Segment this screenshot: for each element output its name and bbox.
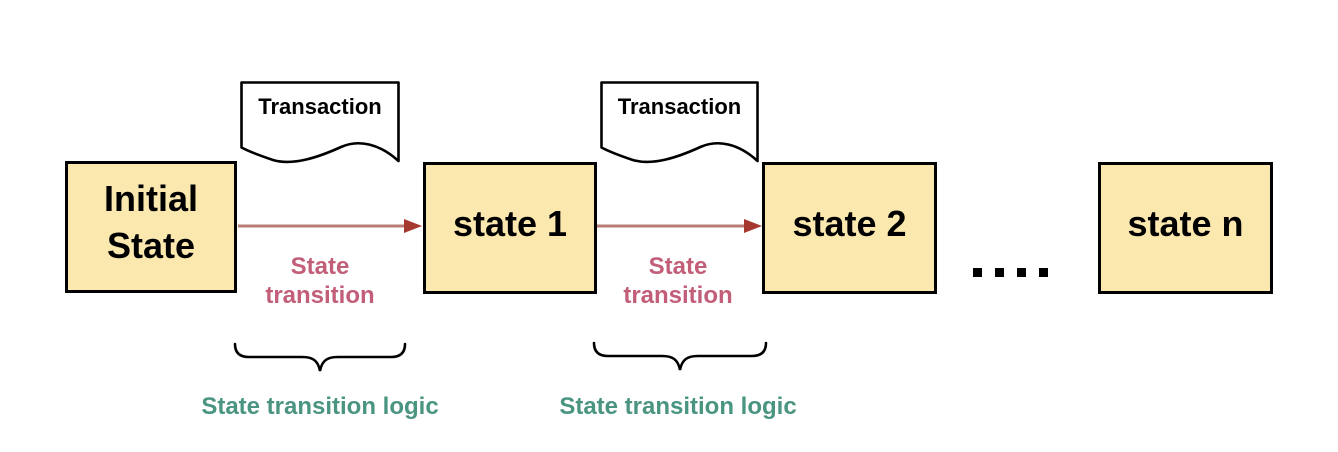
box-label-line: state 1: [452, 202, 568, 244]
transaction-document-2: Transaction: [600, 81, 759, 169]
state-transition-logic-label-1: State transition logic: [201, 393, 439, 420]
box-state-1: state 1: [423, 162, 597, 294]
transition-label-line: transition: [623, 282, 733, 309]
transition-label-line: State: [290, 253, 350, 280]
dot: [1017, 268, 1026, 277]
box-label-line: Initial: [103, 178, 198, 220]
underbrace-icon-2: [592, 341, 768, 371]
box-label-line: state 2: [792, 202, 907, 244]
state-transition-logic-label-2: State transition logic: [559, 393, 797, 420]
dot: [1039, 268, 1048, 277]
transaction-document-1: Transaction: [240, 81, 400, 169]
state-transition-label-2: State transition: [598, 252, 758, 310]
box-initial-state: Initial State: [65, 161, 237, 293]
transition-label-line: transition: [265, 282, 375, 309]
box-state-2: state 2: [762, 162, 937, 294]
state-transition-label-1: State transition: [240, 252, 400, 310]
box-label-line: state n: [1127, 202, 1244, 244]
ellipsis-dots: [973, 268, 1048, 277]
arrow-initial-to-state1-icon: [238, 219, 422, 233]
box-state-n: state n: [1098, 162, 1273, 294]
dot: [995, 268, 1004, 277]
dot: [973, 268, 982, 277]
box-label-line: State: [106, 225, 196, 266]
document-shape-icon: [600, 81, 759, 164]
transaction-label: Transaction: [617, 94, 742, 119]
document-shape-icon: [240, 81, 400, 164]
underbrace-icon-1: [233, 342, 407, 372]
transition-label-line: State: [648, 253, 708, 280]
arrow-state1-to-state2-icon: [597, 219, 762, 233]
transaction-label: Transaction: [258, 94, 382, 119]
